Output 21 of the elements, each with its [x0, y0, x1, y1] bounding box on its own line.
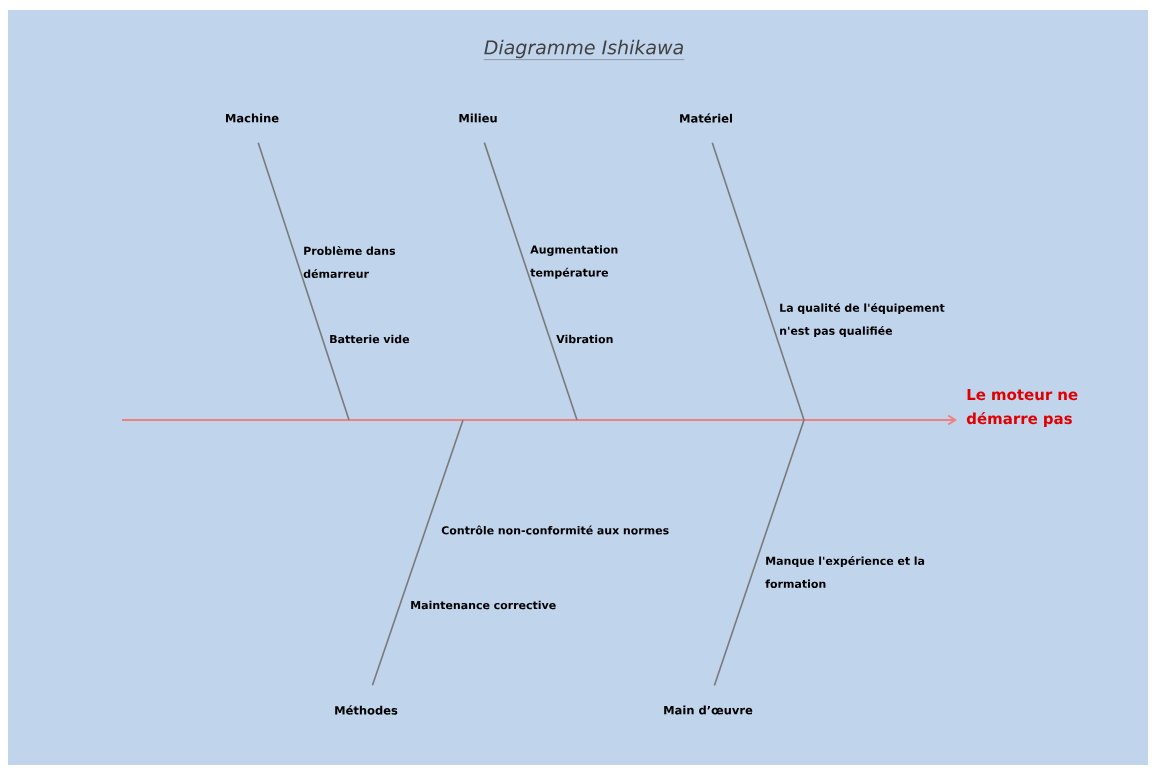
- cause-label: Maintenance corrective: [411, 600, 556, 610]
- title: Diagramme Ishikawa: [483, 39, 685, 60]
- cause-label: Augmentation température: [530, 245, 618, 279]
- cause-label: Vibration: [556, 334, 613, 344]
- category-label: Méthodes: [335, 705, 398, 715]
- cause-label: Batterie vide: [330, 334, 410, 344]
- category-label: Machine: [226, 113, 279, 123]
- effect-label: Le moteur ne démarre pas: [966, 389, 1078, 428]
- cause-label: Contrôle non-conformité aux normes: [441, 525, 669, 535]
- category-label: Milieu: [459, 113, 497, 123]
- category-label: Matériel: [680, 113, 732, 123]
- spine-arrow: [121, 414, 957, 426]
- bone-line: [257, 141, 350, 421]
- cause-label: Problème dans démarreur: [303, 246, 396, 278]
- bone-line: [711, 142, 805, 421]
- cause-label: La qualité de l'équipement n'est pas qualifiée: [780, 302, 945, 338]
- bone-line: [371, 419, 464, 686]
- cause-label: Manque l'expérience et la formation: [765, 556, 925, 588]
- category-label: Main d’œuvre: [664, 705, 753, 715]
- bone-line: [483, 141, 578, 421]
- bone-line: [713, 419, 805, 687]
